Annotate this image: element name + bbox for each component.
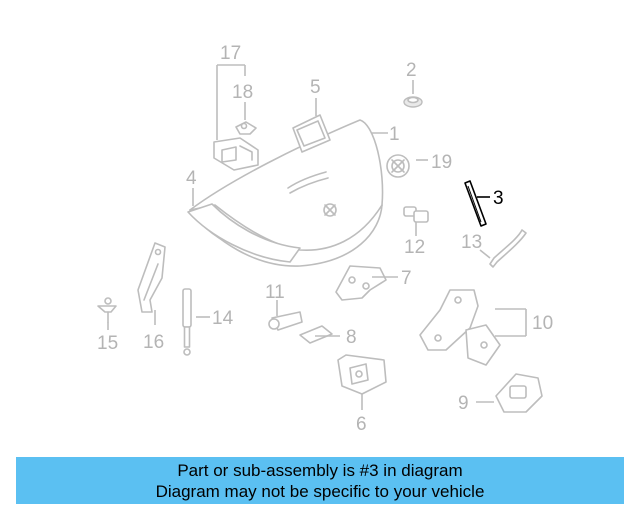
banner-line-1: Part or sub-assembly is #3 in diagram bbox=[177, 460, 463, 480]
callout-17: 17 bbox=[220, 43, 241, 64]
part-9-actuator[interactable] bbox=[495, 373, 543, 413]
part-12-clip[interactable] bbox=[403, 206, 429, 223]
hood-insulator[interactable] bbox=[187, 203, 301, 263]
part-16-hinge[interactable] bbox=[137, 242, 166, 313]
callout-15: 15 bbox=[97, 333, 118, 354]
part-19-emblem[interactable] bbox=[386, 154, 410, 178]
banner-line-2: Diagram may not be specific to your vehi… bbox=[155, 481, 485, 501]
callout-12: 12 bbox=[404, 237, 425, 258]
callout-9: 9 bbox=[458, 393, 469, 414]
part-8-plate[interactable] bbox=[299, 325, 333, 344]
callout-2: 2 bbox=[406, 60, 417, 81]
part-11-release[interactable] bbox=[268, 311, 303, 331]
parts-diagram: 1 2 3 4 5 6 7 8 9 10 11 12 13 14 15 16 1… bbox=[97, 43, 553, 435]
part-2-grommet[interactable] bbox=[403, 96, 423, 108]
callout-7: 7 bbox=[401, 268, 412, 289]
callout-1: 1 bbox=[389, 124, 400, 145]
leader-lines bbox=[107, 64, 527, 410]
part-3-seal-strip[interactable] bbox=[464, 180, 487, 227]
callout-4: 4 bbox=[186, 168, 197, 189]
part-10-hinge-assembly[interactable] bbox=[419, 289, 501, 366]
callout-14: 14 bbox=[212, 308, 234, 329]
info-banner: Part or sub-assembly is #3 in diagram Di… bbox=[16, 457, 624, 504]
callout-8: 8 bbox=[346, 327, 357, 348]
callout-5: 5 bbox=[310, 77, 321, 98]
part-5-panel[interactable] bbox=[292, 114, 331, 153]
part-6-latch[interactable] bbox=[337, 354, 387, 395]
callout-13: 13 bbox=[461, 232, 482, 253]
callout-3: 3 bbox=[493, 188, 504, 209]
callout-10: 10 bbox=[532, 313, 553, 334]
part-18-bulb[interactable] bbox=[235, 121, 257, 135]
part-13-prop-rod[interactable] bbox=[489, 229, 527, 268]
callout-11: 11 bbox=[265, 282, 285, 303]
callout-labels: 1 2 3 4 5 6 7 8 9 10 11 12 13 14 15 16 1… bbox=[97, 43, 553, 435]
callout-19: 19 bbox=[431, 152, 452, 173]
part-7-bracket[interactable] bbox=[335, 265, 387, 301]
callout-16: 16 bbox=[143, 332, 164, 353]
part-15-pin[interactable] bbox=[97, 297, 117, 323]
part-17-latch[interactable] bbox=[213, 137, 259, 171]
callout-18: 18 bbox=[232, 82, 253, 103]
callout-6: 6 bbox=[356, 414, 367, 435]
part-14-strut[interactable] bbox=[182, 288, 192, 356]
